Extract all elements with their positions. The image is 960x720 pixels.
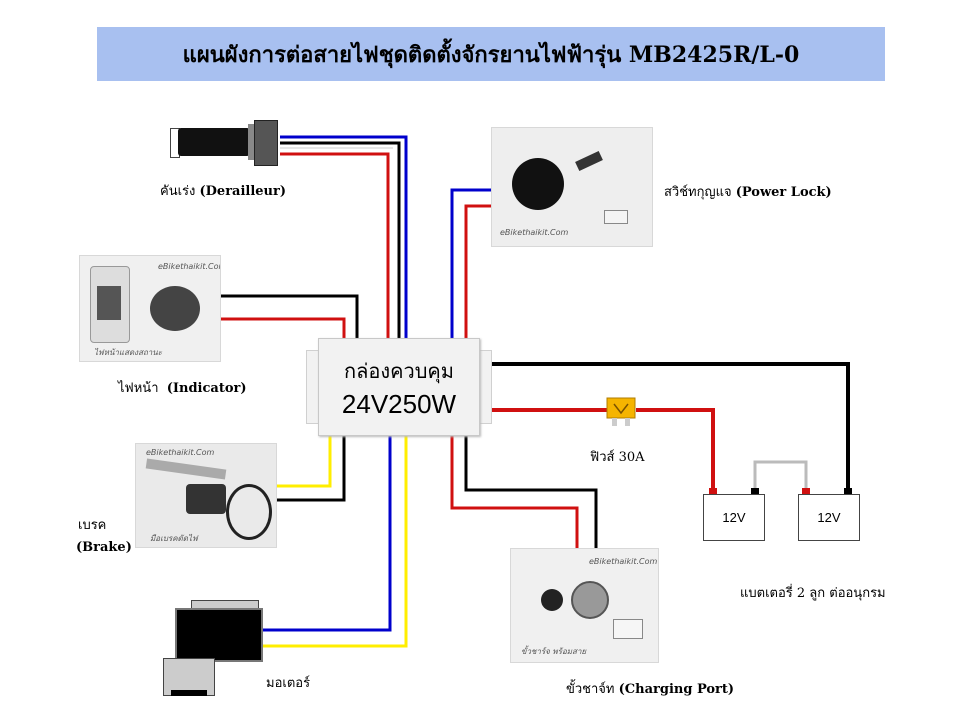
brake-wire-black (276, 434, 346, 502)
indicator-label: ไฟหน้า (Indicator) (118, 381, 247, 396)
motor-label: มอเตอร์ (266, 676, 311, 691)
brake-wire-yellow (276, 434, 332, 488)
indicator-image: eBikethaikit.Com ไฟหน้าแสดงสถานะ (79, 255, 221, 362)
controller-spec: 24V250W (341, 388, 457, 419)
battery-2-negative-terminal (844, 488, 852, 494)
power-lock-image: eBikethaikit.Com (491, 127, 653, 247)
battery-link-wire (753, 460, 808, 488)
throttle-image (170, 118, 282, 166)
battery-2: 12V (798, 494, 860, 541)
brake-label-en: (Brake) (76, 540, 132, 555)
motor-wire-yellow (260, 434, 408, 648)
lock-wire-blue (450, 188, 492, 338)
controller-name: กล่องควบคุม (343, 358, 454, 383)
battery-wire-black (478, 362, 850, 488)
indicator-wire-black (218, 294, 359, 338)
motor-icon (163, 598, 263, 698)
diagram-title: แผนผังการต่อสายไฟชุดติดตั้งจักรยานไฟฟ้าร… (182, 41, 800, 68)
throttle-wire-blue (280, 135, 408, 338)
motor-wire-blue (260, 434, 392, 632)
brake-label-thai: เบรค (78, 518, 107, 533)
battery-1-negative-terminal (751, 488, 759, 494)
charging-port-label: ขั้วชาจ์ท (Charging Port) (566, 682, 735, 697)
battery-2-positive-terminal (802, 488, 810, 494)
title-banner: แผนผังการต่อสายไฟชุดติดตั้งจักรยานไฟฟ้าร… (97, 27, 885, 81)
lock-wire-red (464, 204, 492, 338)
fuse-label: ฟิวส์ 30A (590, 450, 645, 465)
fuse-icon (606, 397, 636, 426)
brake-image: eBikethaikit.Com มือเบรคตัดไฟ (135, 443, 277, 548)
charging-port-image: eBikethaikit.Com ขั้วชาร์จ พร้อมสาย (510, 548, 659, 663)
power-lock-label: สวิช์ทกุญแจ (Power Lock) (664, 185, 832, 200)
battery-1: 12V (703, 494, 765, 541)
battery-wire-red-2 (636, 408, 715, 488)
charge-wire-red (450, 434, 579, 548)
battery-1-positive-terminal (709, 488, 717, 494)
throttle-label: คันเร่ง (Derailleur) (160, 184, 287, 199)
charge-wire-black (464, 434, 598, 548)
throttle-wire-white (280, 146, 395, 338)
battery-note: แบตเตอรี่ 2 ลูก ต่ออนุกรม (740, 586, 886, 601)
throttle-wire-black (280, 141, 401, 338)
throttle-wire-red (280, 152, 390, 338)
indicator-wire-red (218, 317, 346, 338)
controller-box: กล่องควบคุม 24V250W (318, 338, 480, 436)
